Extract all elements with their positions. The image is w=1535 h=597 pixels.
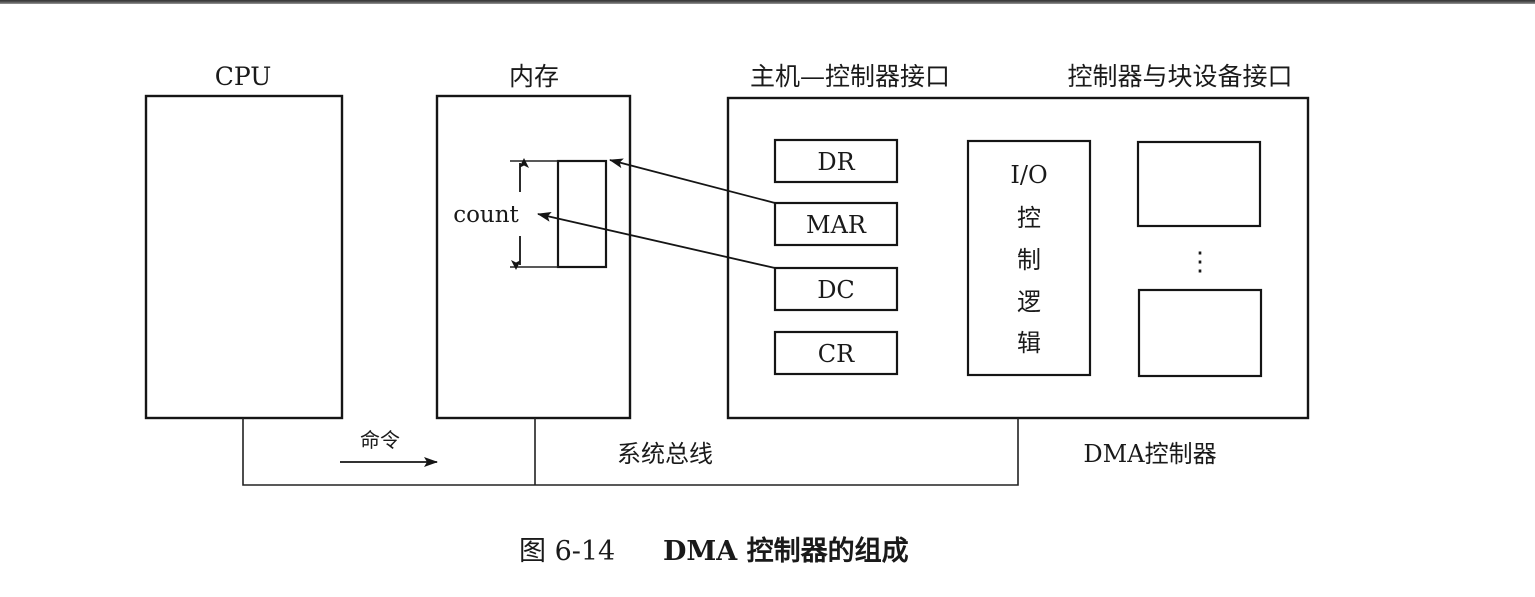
- io-logic-line-3: 制: [1017, 246, 1041, 274]
- io-logic-line-5: 辑: [1017, 329, 1041, 357]
- dc-to-count-arrow: [537, 212, 776, 269]
- figure-caption: DMA 控制器的组成: [663, 535, 909, 567]
- dma-controller-label: DMA控制器: [1083, 440, 1216, 468]
- memory-buffer-block: [556, 159, 608, 269]
- cpu-box: [144, 94, 344, 420]
- command-label: 命令: [360, 428, 400, 452]
- count-label: count: [453, 202, 519, 228]
- io-logic-line-1: I/O: [1010, 161, 1047, 189]
- memory-label: 内存: [509, 62, 559, 91]
- host-controller-interface-label: 主机—控制器接口: [750, 62, 950, 91]
- register-dc-label: DC: [817, 276, 855, 304]
- scan-top-border: [0, 0, 1535, 4]
- cpu-label: CPU: [215, 62, 272, 91]
- register-dr: [773, 138, 899, 184]
- register-dc: [773, 266, 899, 312]
- device-interface-box-2: [1137, 288, 1263, 378]
- io-logic-line-2: 控: [1017, 204, 1041, 232]
- register-cr: [773, 330, 899, 376]
- memory-box: [435, 94, 632, 420]
- io-control-logic-box: [966, 139, 1092, 377]
- system-bus-label: 系统总线: [617, 440, 713, 468]
- register-cr-label: CR: [818, 340, 855, 368]
- mar-to-memory-arrow: [609, 158, 776, 204]
- device-interface-box-1: [1136, 140, 1262, 228]
- register-mar-label: MAR: [806, 211, 867, 239]
- register-mar: [773, 201, 899, 247]
- controller-device-interface-label: 控制器与块设备接口: [1067, 62, 1292, 91]
- device-ellipsis: ⋮: [1187, 247, 1213, 277]
- register-dr-label: DR: [817, 148, 855, 176]
- io-logic-line-4: 逻: [1017, 288, 1041, 316]
- figure-number: 图 6-14: [519, 536, 615, 567]
- system-bus: [242, 418, 1019, 486]
